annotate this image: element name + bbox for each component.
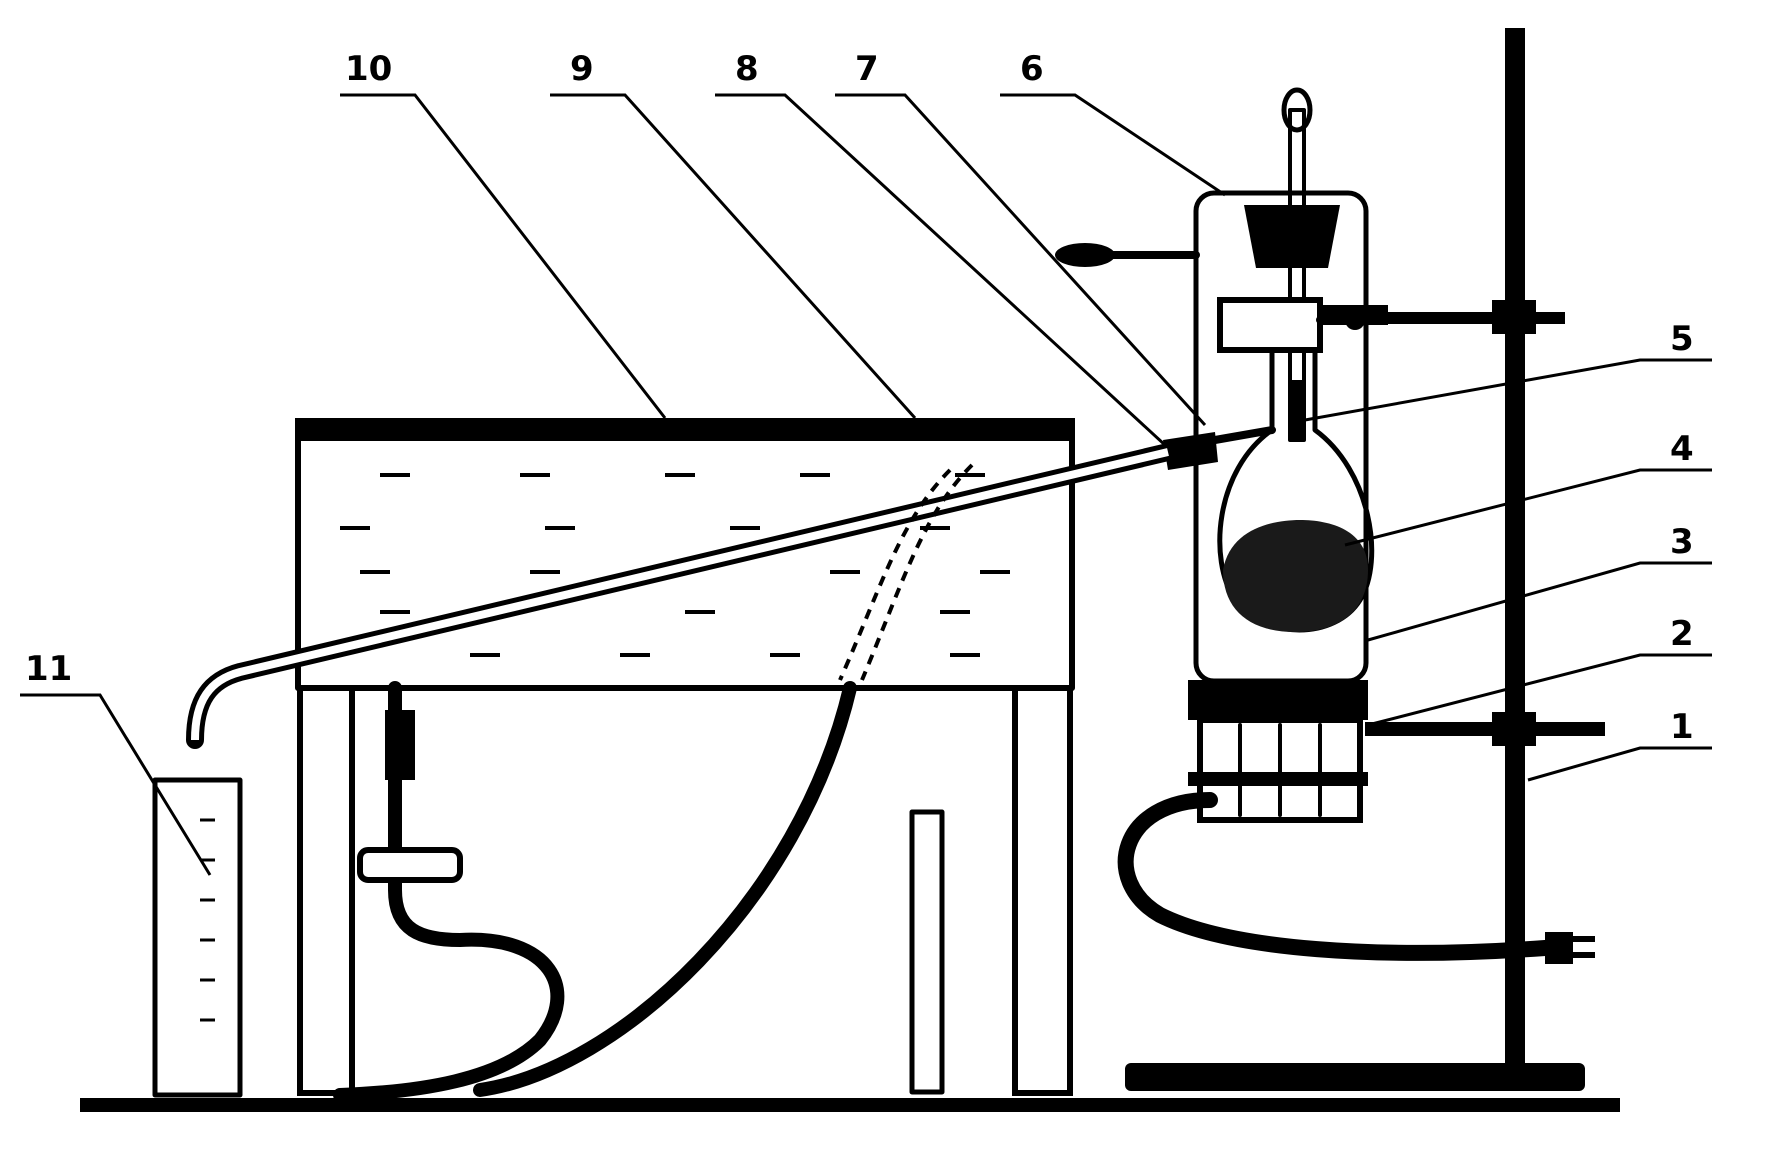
callout-9: 9	[570, 49, 594, 89]
callout-4: 4	[1670, 429, 1694, 469]
adapter-joint	[1163, 432, 1218, 470]
leader-line-5	[1304, 358, 1712, 422]
condenser-tube	[186, 443, 1177, 749]
leader-lines	[20, 93, 1712, 876]
flask-clamp	[1217, 297, 1389, 353]
distillation-flask	[1211, 205, 1375, 633]
callout-2: 2	[1670, 614, 1694, 654]
callout-8: 8	[735, 49, 759, 89]
leader-line-8	[715, 93, 1167, 447]
coolant-tube-hidden	[838, 463, 974, 681]
callout-1: 1	[1670, 707, 1694, 747]
thermometer	[1281, 87, 1313, 442]
callout-10: 10	[345, 49, 392, 89]
bench-surface	[80, 1098, 1620, 1112]
callout-5: 5	[1670, 319, 1694, 359]
retort-stand	[1125, 28, 1605, 1091]
leader-line-4	[1344, 468, 1712, 547]
leader-line-3	[1367, 561, 1712, 642]
callout-11: 11	[25, 649, 72, 689]
callout-3: 3	[1670, 522, 1694, 562]
leader-line-11	[20, 693, 212, 876]
leader-line-6	[1000, 93, 1226, 197]
leader-line-1	[1527, 746, 1712, 782]
side-holder	[1055, 243, 1200, 267]
coolant-hoses	[333, 681, 857, 1102]
leader-line-10	[340, 93, 667, 419]
water-bath	[295, 418, 1075, 1096]
callout-7: 7	[855, 49, 879, 89]
leader-line-9	[550, 93, 917, 420]
heater	[1117, 680, 1595, 964]
graduated-cylinder	[152, 777, 243, 1098]
callout-labels: 1 2 3 4 5 6 7 8 9 10 11	[25, 49, 1694, 747]
leader-line-2	[1367, 653, 1712, 727]
leader-line-7	[835, 93, 1207, 427]
callout-6: 6	[1020, 49, 1044, 89]
standing-thermometer	[909, 809, 945, 1095]
